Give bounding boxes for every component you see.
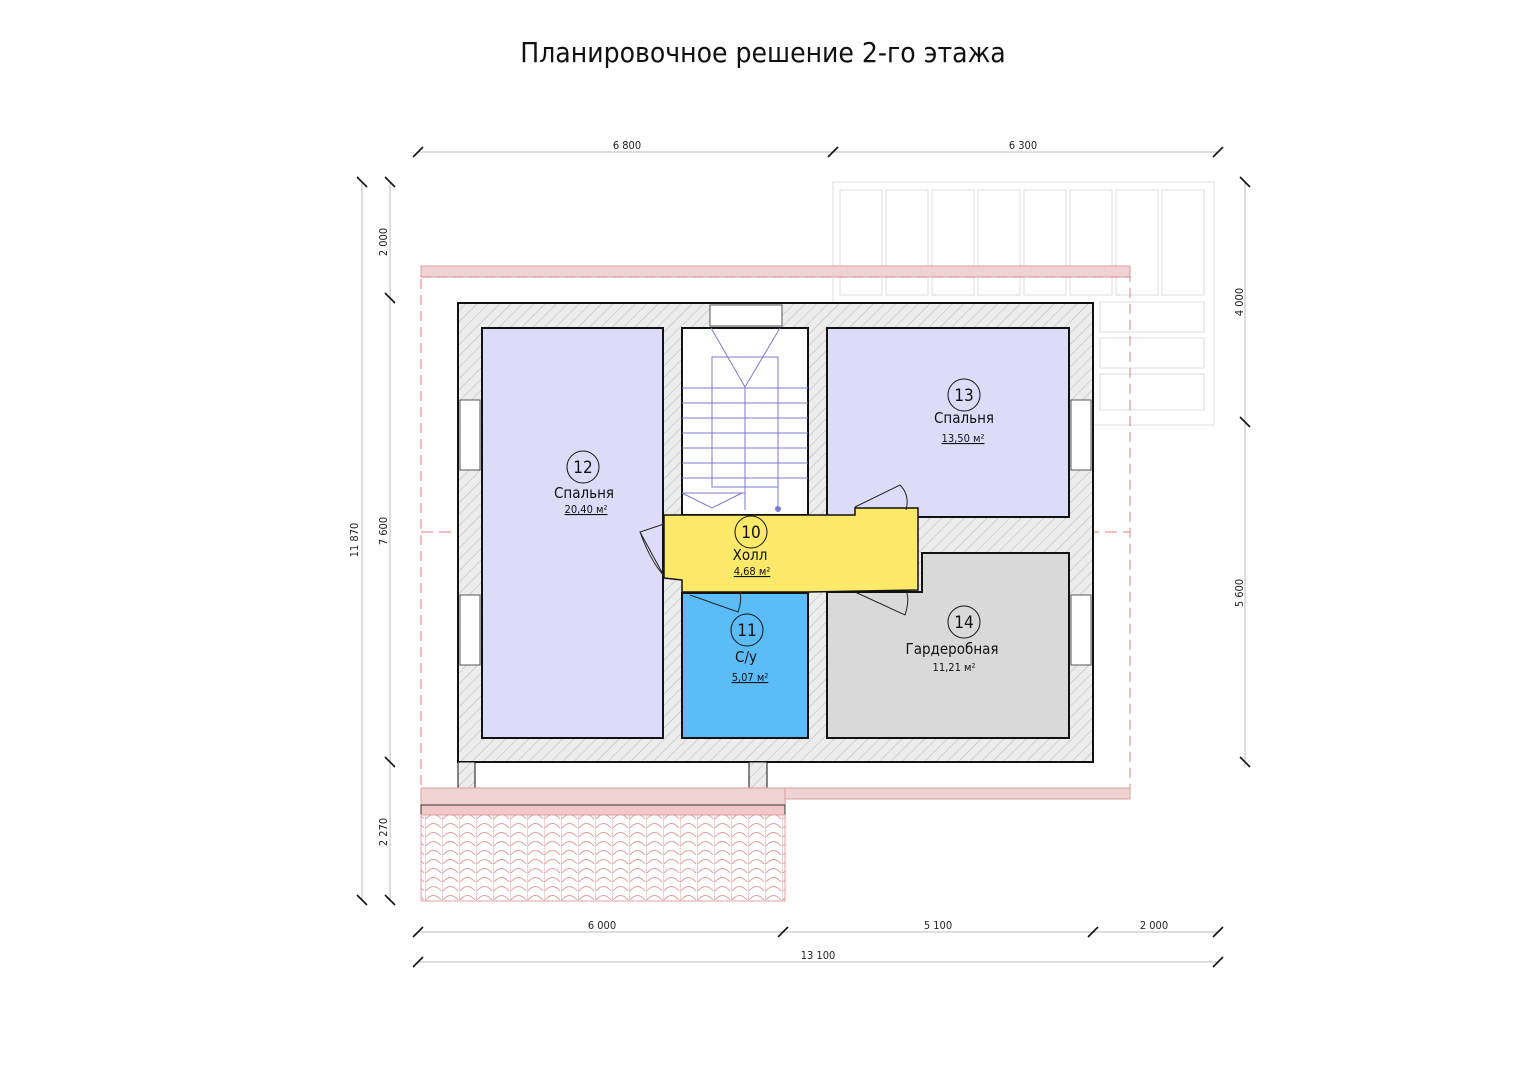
dimension-label: 2 000	[377, 228, 390, 256]
room-name: С/у	[735, 648, 757, 666]
room-name: Гардеробная	[905, 640, 998, 658]
dimension-right: 4 000 5 600	[1233, 176, 1251, 768]
room-10-hall[interactable]	[663, 507, 919, 593]
balcony-slab	[420, 787, 786, 806]
dimension-label: 5 600	[1233, 579, 1246, 607]
room-label-12: 12 Спальня 20,40 м²	[554, 450, 614, 516]
roof-eave-top	[420, 265, 1131, 278]
room-name: Спальня	[934, 409, 994, 427]
room-area: 5,07 м²	[732, 671, 769, 684]
column	[457, 761, 476, 789]
dimension-label: 6 800	[613, 139, 641, 152]
room-area: 4,68 м²	[734, 565, 771, 578]
tiled-roof	[420, 814, 786, 902]
dimension-label: 5 100	[924, 919, 952, 932]
room-area: 11,21 м²	[933, 661, 976, 674]
dimension-label: 2 000	[1140, 919, 1168, 932]
room-label-10: 10 Холл 4,68 м²	[733, 515, 771, 578]
room-number: 12	[573, 458, 592, 478]
dimension-label: 6 300	[1009, 139, 1037, 152]
room-13-bedroom[interactable]	[826, 327, 1070, 518]
dimension-label: 6 000	[588, 919, 616, 932]
room-label-13: 13 Спальня 13,50 м²	[934, 378, 994, 445]
column	[748, 761, 768, 789]
page-title: Планировочное решение 2-го этажа	[520, 36, 1005, 69]
dimension-label: 11 870	[348, 523, 361, 558]
doors	[639, 484, 909, 616]
room-name: Спальня	[554, 484, 614, 502]
dimension-label: 13 100	[801, 949, 836, 962]
room-area: 13,50 м²	[942, 432, 985, 445]
dimension-left: 11 870 2 000 7 600 2 270	[348, 176, 396, 906]
room-number: 11	[737, 621, 756, 641]
room-number: 10	[741, 523, 760, 543]
dimension-top: 6 800 6 300	[412, 139, 1224, 158]
roof-eave-bottom	[784, 787, 1131, 800]
stairs-icon	[681, 327, 808, 512]
room-number: 14	[954, 613, 973, 633]
room-number: 13	[954, 386, 973, 406]
room-label-11: 11 С/у 5,07 м²	[730, 613, 769, 684]
dimension-label: 7 600	[377, 517, 390, 545]
dimension-label: 2 270	[377, 818, 390, 846]
room-12-bedroom[interactable]	[481, 327, 664, 739]
room-11-bathroom[interactable]	[681, 592, 809, 739]
room-label-14: 14 Гардеробная 11,21 м²	[905, 605, 999, 674]
room-area: 20,40 м²	[565, 503, 608, 516]
room-name: Холл	[733, 546, 768, 564]
windows	[459, 304, 1092, 666]
dimension-bottom: 6 000 5 100 2 000 13 100	[412, 919, 1224, 968]
balcony-edge	[420, 804, 786, 816]
dimension-label: 4 000	[1233, 288, 1246, 316]
room-14-wardrobe[interactable]	[826, 552, 1070, 739]
